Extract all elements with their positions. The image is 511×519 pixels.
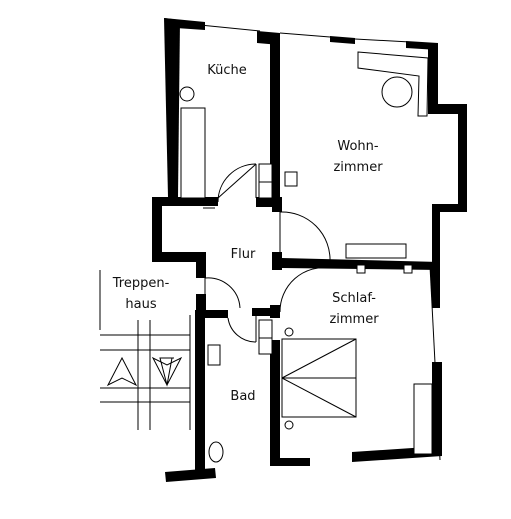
room-label-flur-text: Flur	[230, 247, 256, 262]
room-label-wohnzimmer-line1: Wohn-	[337, 139, 379, 154]
bedroom-furniture	[281, 264, 433, 455]
room-label-schlafzimmer: Schlaf- zimmer	[314, 288, 394, 330]
staircase	[99, 270, 191, 430]
room-label-treppenhaus-line2: haus	[125, 297, 157, 312]
room-label-kueche-text: Küche	[207, 63, 247, 78]
room-label-schlafzimmer-line1: Schlaf-	[332, 291, 376, 306]
room-label-flur: Flur	[218, 244, 268, 265]
doors	[204, 163, 331, 343]
room-label-treppenhaus: Treppen- haus	[96, 273, 186, 315]
room-label-bad-text: Bad	[230, 389, 256, 404]
room-label-kueche: Küche	[196, 60, 258, 81]
arrow-up-icon	[106, 356, 138, 387]
bathroom-fixtures	[207, 319, 273, 463]
room-label-bad: Bad	[218, 386, 268, 407]
room-label-wohnzimmer-line2: zimmer	[333, 160, 383, 175]
room-label-wohnzimmer: Wohn- zimmer	[318, 136, 398, 178]
arrow-down-icon	[151, 356, 183, 387]
walls	[152, 18, 467, 482]
kitchen-fixtures	[179, 86, 206, 199]
utility-shaft	[258, 163, 298, 199]
room-label-schlafzimmer-line2: zimmer	[329, 312, 379, 327]
living-room-furniture	[345, 51, 429, 259]
room-label-treppenhaus-line1: Treppen-	[112, 276, 170, 291]
